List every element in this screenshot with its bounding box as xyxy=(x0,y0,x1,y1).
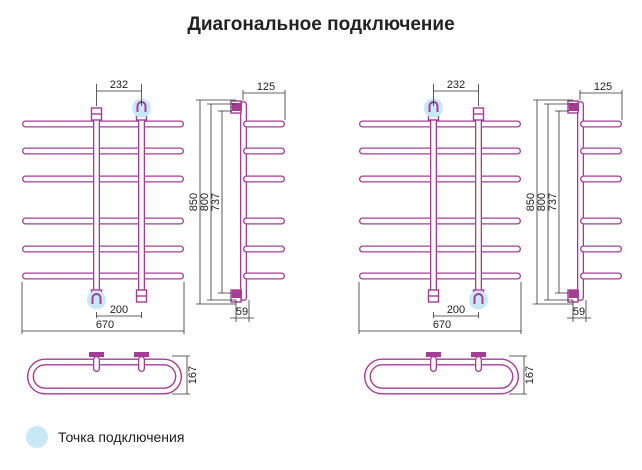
dim-overall-width: 670 xyxy=(96,319,114,331)
dim-bottom-offset: 59 xyxy=(573,306,585,318)
bottom-left-connection-icon xyxy=(91,293,102,304)
dim-side-depth: 125 xyxy=(594,81,612,93)
side-bracket-bottom xyxy=(569,290,579,298)
bottom-right-connection-point xyxy=(469,290,488,310)
dim-plan-depth: 167 xyxy=(187,366,199,384)
plan-valve-left xyxy=(426,352,441,357)
dim-top-spacing: 232 xyxy=(447,79,465,91)
dim-height-total: 850 xyxy=(525,193,537,211)
top-left-connection-point xyxy=(424,98,443,118)
side-bracket-top xyxy=(569,103,579,111)
dim-plan-depth: 167 xyxy=(524,366,536,384)
plan-valve-right xyxy=(471,352,486,357)
dim-height-axis: 737 xyxy=(547,193,559,211)
front-view: 232 200 670 xyxy=(358,79,522,334)
plan-valve-right xyxy=(134,352,149,357)
plan-view: 167 xyxy=(27,352,199,395)
plan-valve-left xyxy=(89,352,104,357)
bottom-right-connection-icon xyxy=(473,293,484,304)
dim-height-mid: 800 xyxy=(536,193,548,211)
connection-point-legend-icon xyxy=(26,426,48,448)
dim-bottom-spacing: 200 xyxy=(447,304,465,316)
dim-bottom-offset: 59 xyxy=(236,306,248,318)
dim-height-mid: 800 xyxy=(199,193,211,211)
top-right-connection-point xyxy=(132,98,151,118)
dim-height-axis: 737 xyxy=(210,193,222,211)
legend-label: Точка подключения xyxy=(58,429,185,445)
side-bracket-bottom xyxy=(232,290,242,298)
dim-height-total: 850 xyxy=(188,193,200,211)
plan-outer-loop xyxy=(27,358,182,395)
front-view: 232 200 670 xyxy=(21,79,185,334)
dim-overall-width: 670 xyxy=(433,319,451,331)
plan-view: 167 xyxy=(364,352,536,395)
plan-outer-loop xyxy=(364,358,519,395)
side-bracket-top xyxy=(232,103,242,111)
dim-side-depth: 125 xyxy=(257,81,275,93)
dim-top-spacing: 232 xyxy=(110,79,128,91)
bottom-left-connection-point xyxy=(87,290,106,310)
legend: Точка подключения xyxy=(26,426,184,448)
page-title: Диагональное подключение xyxy=(187,14,455,35)
dim-bottom-spacing: 200 xyxy=(110,304,128,316)
